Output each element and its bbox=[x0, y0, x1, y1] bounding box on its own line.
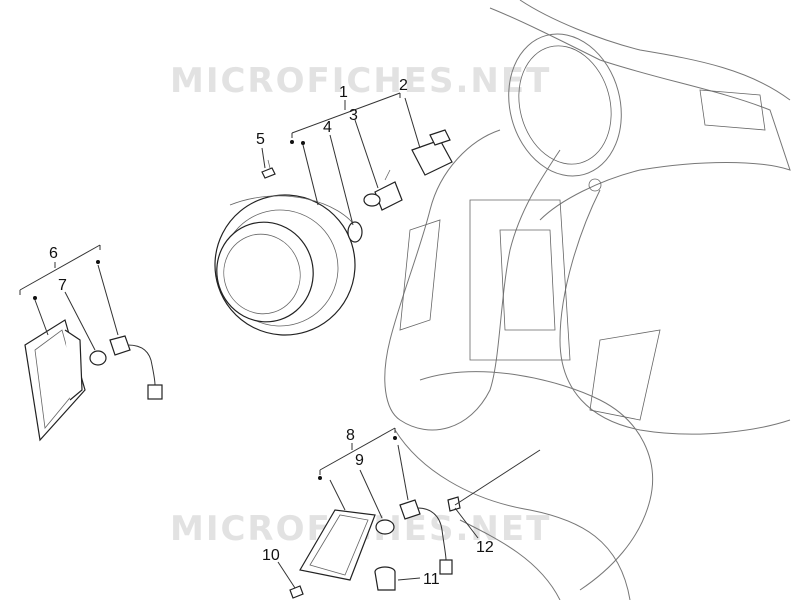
parking-bulb bbox=[347, 221, 363, 243]
bulb-holder bbox=[411, 129, 453, 176]
headlight-rim bbox=[214, 194, 359, 336]
clip-12 bbox=[447, 496, 461, 512]
right-indicator-socket-wire bbox=[399, 499, 453, 575]
watermark-top: MICROFICHES.NET bbox=[170, 61, 551, 101]
callout-12: 12 bbox=[476, 539, 494, 556]
right-indicator-bulb bbox=[375, 519, 395, 535]
screw-5 bbox=[261, 159, 276, 179]
callout-1: 1 bbox=[339, 84, 348, 101]
leader-lines bbox=[19, 92, 541, 589]
callout-4: 4 bbox=[323, 119, 332, 136]
rubber-grommet-11 bbox=[374, 566, 396, 591]
callout-11: 11 bbox=[423, 571, 440, 588]
left-indicator-socket-wire bbox=[109, 335, 163, 400]
left-indicator-bulb bbox=[89, 350, 107, 366]
callout-9: 9 bbox=[355, 452, 364, 469]
callout-10: 10 bbox=[262, 547, 280, 564]
callout-2: 2 bbox=[399, 77, 408, 94]
callout-5: 5 bbox=[256, 131, 265, 148]
right-turn-indicator bbox=[299, 509, 376, 581]
headlight-bulb bbox=[363, 169, 403, 211]
callout-3: 3 bbox=[349, 107, 358, 124]
bracket-dots bbox=[33, 140, 397, 480]
callout-7: 7 bbox=[58, 277, 67, 294]
screw-10 bbox=[289, 585, 304, 599]
scooter-front-shield bbox=[384, 0, 791, 600]
callout-8: 8 bbox=[346, 427, 355, 444]
left-turn-indicator bbox=[24, 319, 86, 442]
callout-6: 6 bbox=[49, 245, 58, 262]
